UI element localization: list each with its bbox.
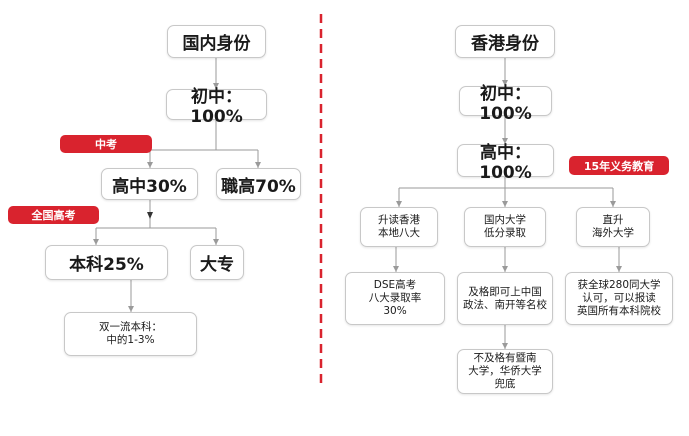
arrowhead: [610, 201, 616, 207]
connector-junior-split: [149, 120, 259, 168]
arrowhead: [502, 343, 508, 349]
node-junior-college: 大专: [190, 245, 244, 280]
tag-zhongkao: 中考: [60, 135, 152, 153]
node-overseas-detail: 获全球280同大学 认可，可以报读 英国所有本科院校: [565, 272, 673, 325]
arrowhead: [213, 239, 219, 245]
node-vocational: 職高70%: [216, 168, 301, 200]
arrowhead: [502, 266, 508, 272]
arrowhead: [147, 162, 153, 168]
arrowhead: [93, 239, 99, 245]
tag-gaokao: 全国高考: [8, 206, 99, 224]
arrowhead: [502, 201, 508, 207]
arrowhead: [502, 138, 508, 144]
node-mainland-pass-detail: 及格即可上中国 政法、南开等名校: [457, 272, 553, 325]
node-bachelor: 本科25%: [45, 245, 168, 280]
arrowhead: [396, 201, 402, 207]
arrowhead: [255, 162, 261, 168]
arrowhead: [502, 80, 508, 86]
connector-high-branches: [398, 177, 614, 207]
tag-15-year-free-education: 15年义务教育: [569, 156, 669, 175]
arrowhead: [213, 83, 219, 89]
node-junior-domestic: 初中：100%: [166, 87, 267, 127]
node-direct-overseas: 直升 海外大学: [576, 207, 650, 247]
node-high-school-domestic: 高中30%: [101, 168, 198, 200]
arrowhead: [616, 266, 622, 272]
node-hk-identity: 香港身份: [455, 25, 555, 58]
node-high-school-hk: 高中：100%: [457, 143, 554, 183]
node-mainland-fail-detail: 不及格有暨南 大学，华侨大学 兜底: [457, 349, 553, 394]
node-junior-hk: 初中：100%: [459, 84, 552, 124]
node-double-first-class-note: 双一流本科： 中的1-3%: [64, 312, 197, 356]
node-domestic-identity: 国内身份: [167, 25, 266, 58]
arrowhead: [128, 306, 134, 312]
node-dse-detail: DSE高考 八大录取率 30%: [345, 272, 445, 325]
connector-high-split: [95, 200, 217, 245]
arrowhead: [147, 212, 153, 219]
node-mainland-low-score: 国内大学 低分录取: [464, 207, 546, 247]
arrowhead: [393, 266, 399, 272]
node-hk-eight-universities: 升读香港 本地八大: [360, 207, 438, 247]
